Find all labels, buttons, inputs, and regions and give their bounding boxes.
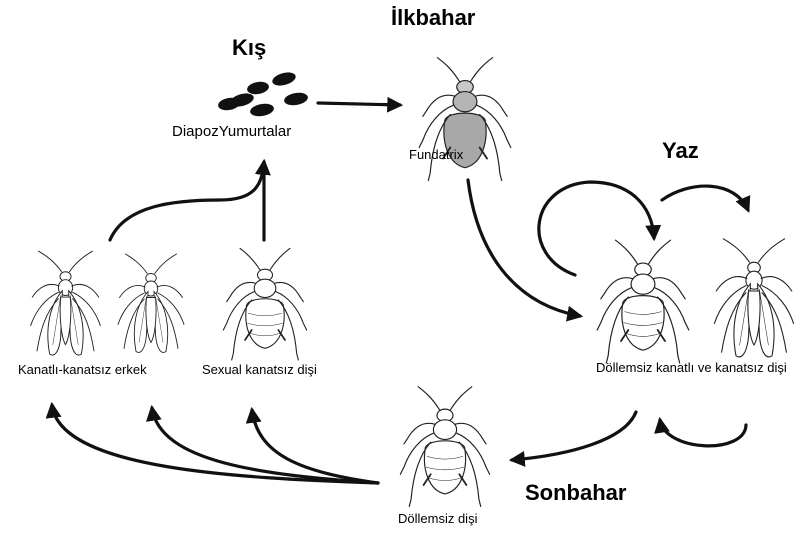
- season-winter-label: Kış: [232, 35, 266, 61]
- winged-male-aphid-icon: [31, 251, 101, 355]
- autumn-female-aphid-icon: [400, 387, 489, 507]
- arrow-autumn-to-winged-male: [52, 405, 378, 483]
- arrow-summer-loop: [539, 182, 654, 275]
- sexual-female-aphid-icon: [223, 248, 306, 360]
- arrow-males-to-eggs: [110, 162, 264, 240]
- season-spring-label: İlkbahar: [391, 5, 475, 31]
- arrow-fundatrix-to-summer: [468, 180, 580, 316]
- egg-cluster-icon: [217, 70, 309, 118]
- stage-fundatrix-label: Fundatrix: [409, 147, 463, 162]
- arrow-eggs-to-fundatrix: [318, 103, 400, 105]
- fundatrix-aphid-icon: [419, 58, 511, 181]
- arrow-summer-to-winged: [662, 186, 748, 210]
- stage-parthenogenetic-autumn-label: Döllemsiz dişi: [398, 511, 477, 526]
- stage-eggs-label: DiapozYumurtalar: [172, 123, 291, 140]
- season-autumn-label: Sonbahar: [525, 480, 626, 506]
- stage-parthenogenetic-summer-label: Döllemsiz kanatlı ve kanatsız dişi: [596, 360, 787, 375]
- stage-males-label: Kanatlı-kanatsız erkek: [18, 362, 147, 377]
- arrow-summer-return: [660, 420, 746, 446]
- arrow-summer-to-autumn: [512, 412, 636, 460]
- stage-sexual-female-label: Sexual kanatsız dişi: [202, 362, 317, 377]
- wingless-male-aphid-icon: [118, 254, 184, 352]
- winged-female-aphid-icon: [714, 239, 793, 357]
- season-summer-label: Yaz: [662, 138, 699, 164]
- wingless-female-aphid-icon: [597, 240, 689, 363]
- arrow-autumn-to-wingless-male: [152, 408, 378, 483]
